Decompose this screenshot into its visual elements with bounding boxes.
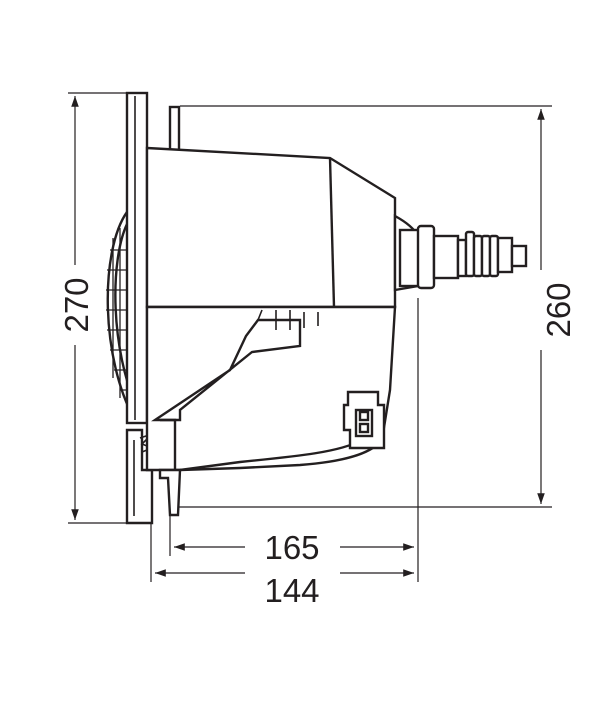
- extension-lines: [68, 92, 552, 582]
- front-flange: [125, 91, 149, 425]
- dimension-label-260: 260: [540, 282, 577, 337]
- rear-connector: [393, 213, 528, 292]
- dimension-label-165: 165: [264, 529, 319, 566]
- bottom-foot: [158, 468, 182, 517]
- lamp-assembly: [106, 91, 528, 525]
- upper-housing: [145, 146, 397, 309]
- dimension-label-144: 144: [264, 572, 319, 609]
- dimension-label-270: 270: [58, 277, 95, 332]
- dimension-lines: [71, 96, 545, 577]
- latch-clip: [342, 390, 386, 450]
